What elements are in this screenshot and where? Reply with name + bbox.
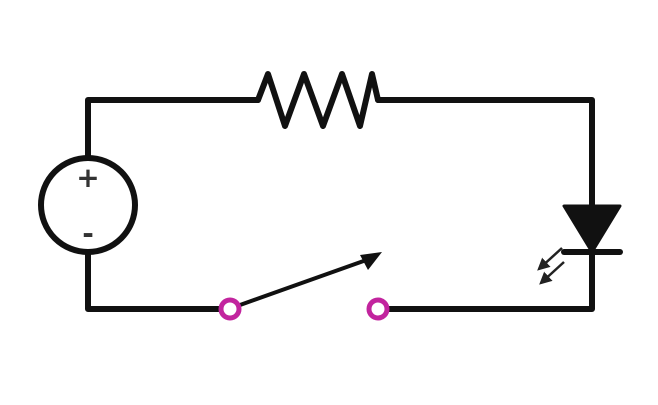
switch-terminal-right xyxy=(366,297,390,321)
wire-top-left xyxy=(85,97,261,161)
light-emission-arrows-icon xyxy=(537,247,565,285)
led-icon xyxy=(561,204,623,255)
wire-right-lower xyxy=(383,249,595,312)
wire-top-right xyxy=(375,97,595,209)
voltage-source-icon: + - xyxy=(38,155,138,255)
switch-icon xyxy=(218,252,390,321)
switch-arrowhead xyxy=(360,252,382,270)
wire-bottom-left xyxy=(85,249,225,312)
switch-terminal-left xyxy=(218,297,242,321)
negative-terminal-label: - xyxy=(82,217,94,250)
positive-terminal-label: + xyxy=(76,161,99,194)
resistor-icon xyxy=(255,71,381,129)
